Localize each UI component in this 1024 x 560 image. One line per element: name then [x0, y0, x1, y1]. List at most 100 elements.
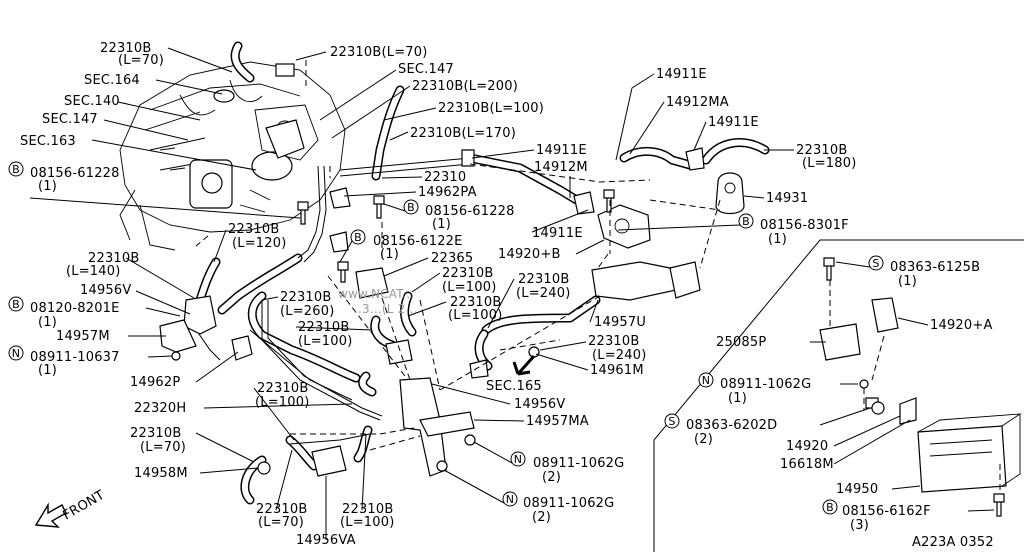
part-label: (1) [38, 179, 57, 194]
part-label: 14956VA [296, 533, 356, 548]
prefix-badge: S [664, 413, 680, 429]
components [159, 63, 745, 477]
watermark-line-2: ..3...(L 2... [354, 302, 418, 316]
badge-letter: B [12, 298, 20, 311]
part-label: 08156-61228 [30, 166, 120, 181]
part-label: 22310B [256, 502, 307, 517]
prefix-badge: B [8, 296, 24, 312]
part-label: 08156-6122E [373, 234, 463, 249]
part-label: 22310B [280, 290, 331, 305]
part-label: 22310B [342, 502, 393, 517]
badge-letter: B [826, 501, 834, 514]
part-label: 08363-6202D [686, 418, 777, 433]
watermark-line-1: www.NCAT... [338, 287, 414, 301]
part-label: SEC.147 [398, 62, 454, 77]
engine-block-illustration [119, 61, 346, 251]
canister-subassembly [653, 239, 1024, 552]
part-label: 14958M [134, 466, 188, 481]
badge-circle [822, 499, 838, 515]
part-label: (1) [380, 247, 399, 262]
part-label: 14912M [534, 160, 588, 175]
watermark: www.NCAT... ..3...(L 2... [338, 287, 418, 316]
front-arrow-icon [34, 502, 67, 528]
badge-letter: N [702, 374, 710, 387]
part-label: 14956V [80, 283, 131, 298]
part-label: 08911-1062G [523, 496, 614, 511]
part-number-labels: 22310B(L=70)SEC.164SEC.140SEC.147SEC.163… [20, 41, 994, 550]
part-label: 22310B [228, 222, 279, 237]
part-label: 08156-6162F [842, 504, 931, 519]
badge-circle [510, 451, 526, 467]
badge-letter: N [506, 493, 514, 506]
part-label: (L=70) [140, 440, 186, 455]
part-label: (L=120) [232, 236, 287, 251]
prefix-badge: B [738, 213, 754, 229]
part-label: 22310B(L=170) [410, 126, 516, 141]
part-label: (1) [432, 217, 451, 232]
sec-165-arrow [512, 355, 536, 376]
part-label: 22310B [450, 295, 501, 310]
part-label: (1) [768, 232, 787, 247]
part-label: 14961M [590, 363, 644, 378]
part-label: (L=240) [516, 286, 571, 301]
part-label: 08911-10637 [30, 350, 120, 365]
part-label: (1) [898, 274, 917, 289]
part-label: 14962P [130, 375, 180, 390]
part-label: 08120-8201E [30, 301, 120, 316]
part-label: (1) [38, 315, 57, 330]
part-label: 22320H [134, 401, 186, 416]
badge-circle [403, 199, 419, 215]
badge-circle [698, 372, 714, 388]
badge-letter: B [742, 215, 750, 228]
badge-circle [8, 345, 24, 361]
prefix-badge: B [350, 229, 366, 245]
part-label: 08156-61228 [425, 204, 515, 219]
part-label: 14950 [836, 482, 878, 497]
badge-circle [502, 491, 518, 507]
part-label: 14957MA [526, 414, 589, 429]
prefix-badge: B [8, 161, 24, 177]
part-label: (L=100) [442, 280, 497, 295]
part-label: 14920+A [930, 318, 993, 333]
part-label: 22310 [424, 170, 466, 185]
badge-letter: S [872, 257, 879, 270]
part-label: 14962PA [418, 185, 477, 200]
leader-lines [29, 47, 1001, 540]
prefix-badge: N [502, 491, 518, 507]
prefix-badge: N [698, 372, 714, 388]
part-label: 14956V [514, 397, 565, 412]
prefix-badge: S [868, 255, 884, 271]
part-label: 22310B [88, 251, 139, 266]
part-label: 14957U [594, 315, 646, 330]
part-label: (L=70) [118, 53, 164, 68]
part-label: (2) [532, 510, 551, 525]
part-label: 14931 [766, 191, 808, 206]
part-label: 14911E [656, 67, 707, 82]
part-label: 22310B [588, 334, 639, 349]
badge-letter: B [12, 163, 20, 176]
part-label: 08156-8301F [760, 218, 849, 233]
part-label: 22310B [130, 426, 181, 441]
part-label: 08911-1062G [533, 456, 624, 471]
badge-letter: N [12, 347, 20, 360]
part-label: 14911E [708, 115, 759, 130]
bolt-icons [171, 189, 1005, 517]
part-label: 22310B [257, 381, 308, 396]
part-label: (L=260) [280, 304, 335, 319]
part-label: (L=180) [802, 156, 857, 171]
part-label: 25085P [716, 335, 766, 350]
part-label: 14920 [786, 439, 828, 454]
part-label: (1) [38, 363, 57, 378]
part-label: SEC.165 [486, 379, 542, 394]
part-label: (2) [542, 470, 561, 485]
metal-pipes [187, 157, 471, 445]
part-label: SEC.147 [42, 112, 98, 127]
part-label: 14920+B [498, 247, 561, 262]
part-label: 22310B [796, 143, 847, 158]
part-label: 22310B [100, 41, 151, 56]
part-label: (L=140) [66, 264, 121, 279]
prefix-badge: B [822, 499, 838, 515]
badge-circle [738, 213, 754, 229]
